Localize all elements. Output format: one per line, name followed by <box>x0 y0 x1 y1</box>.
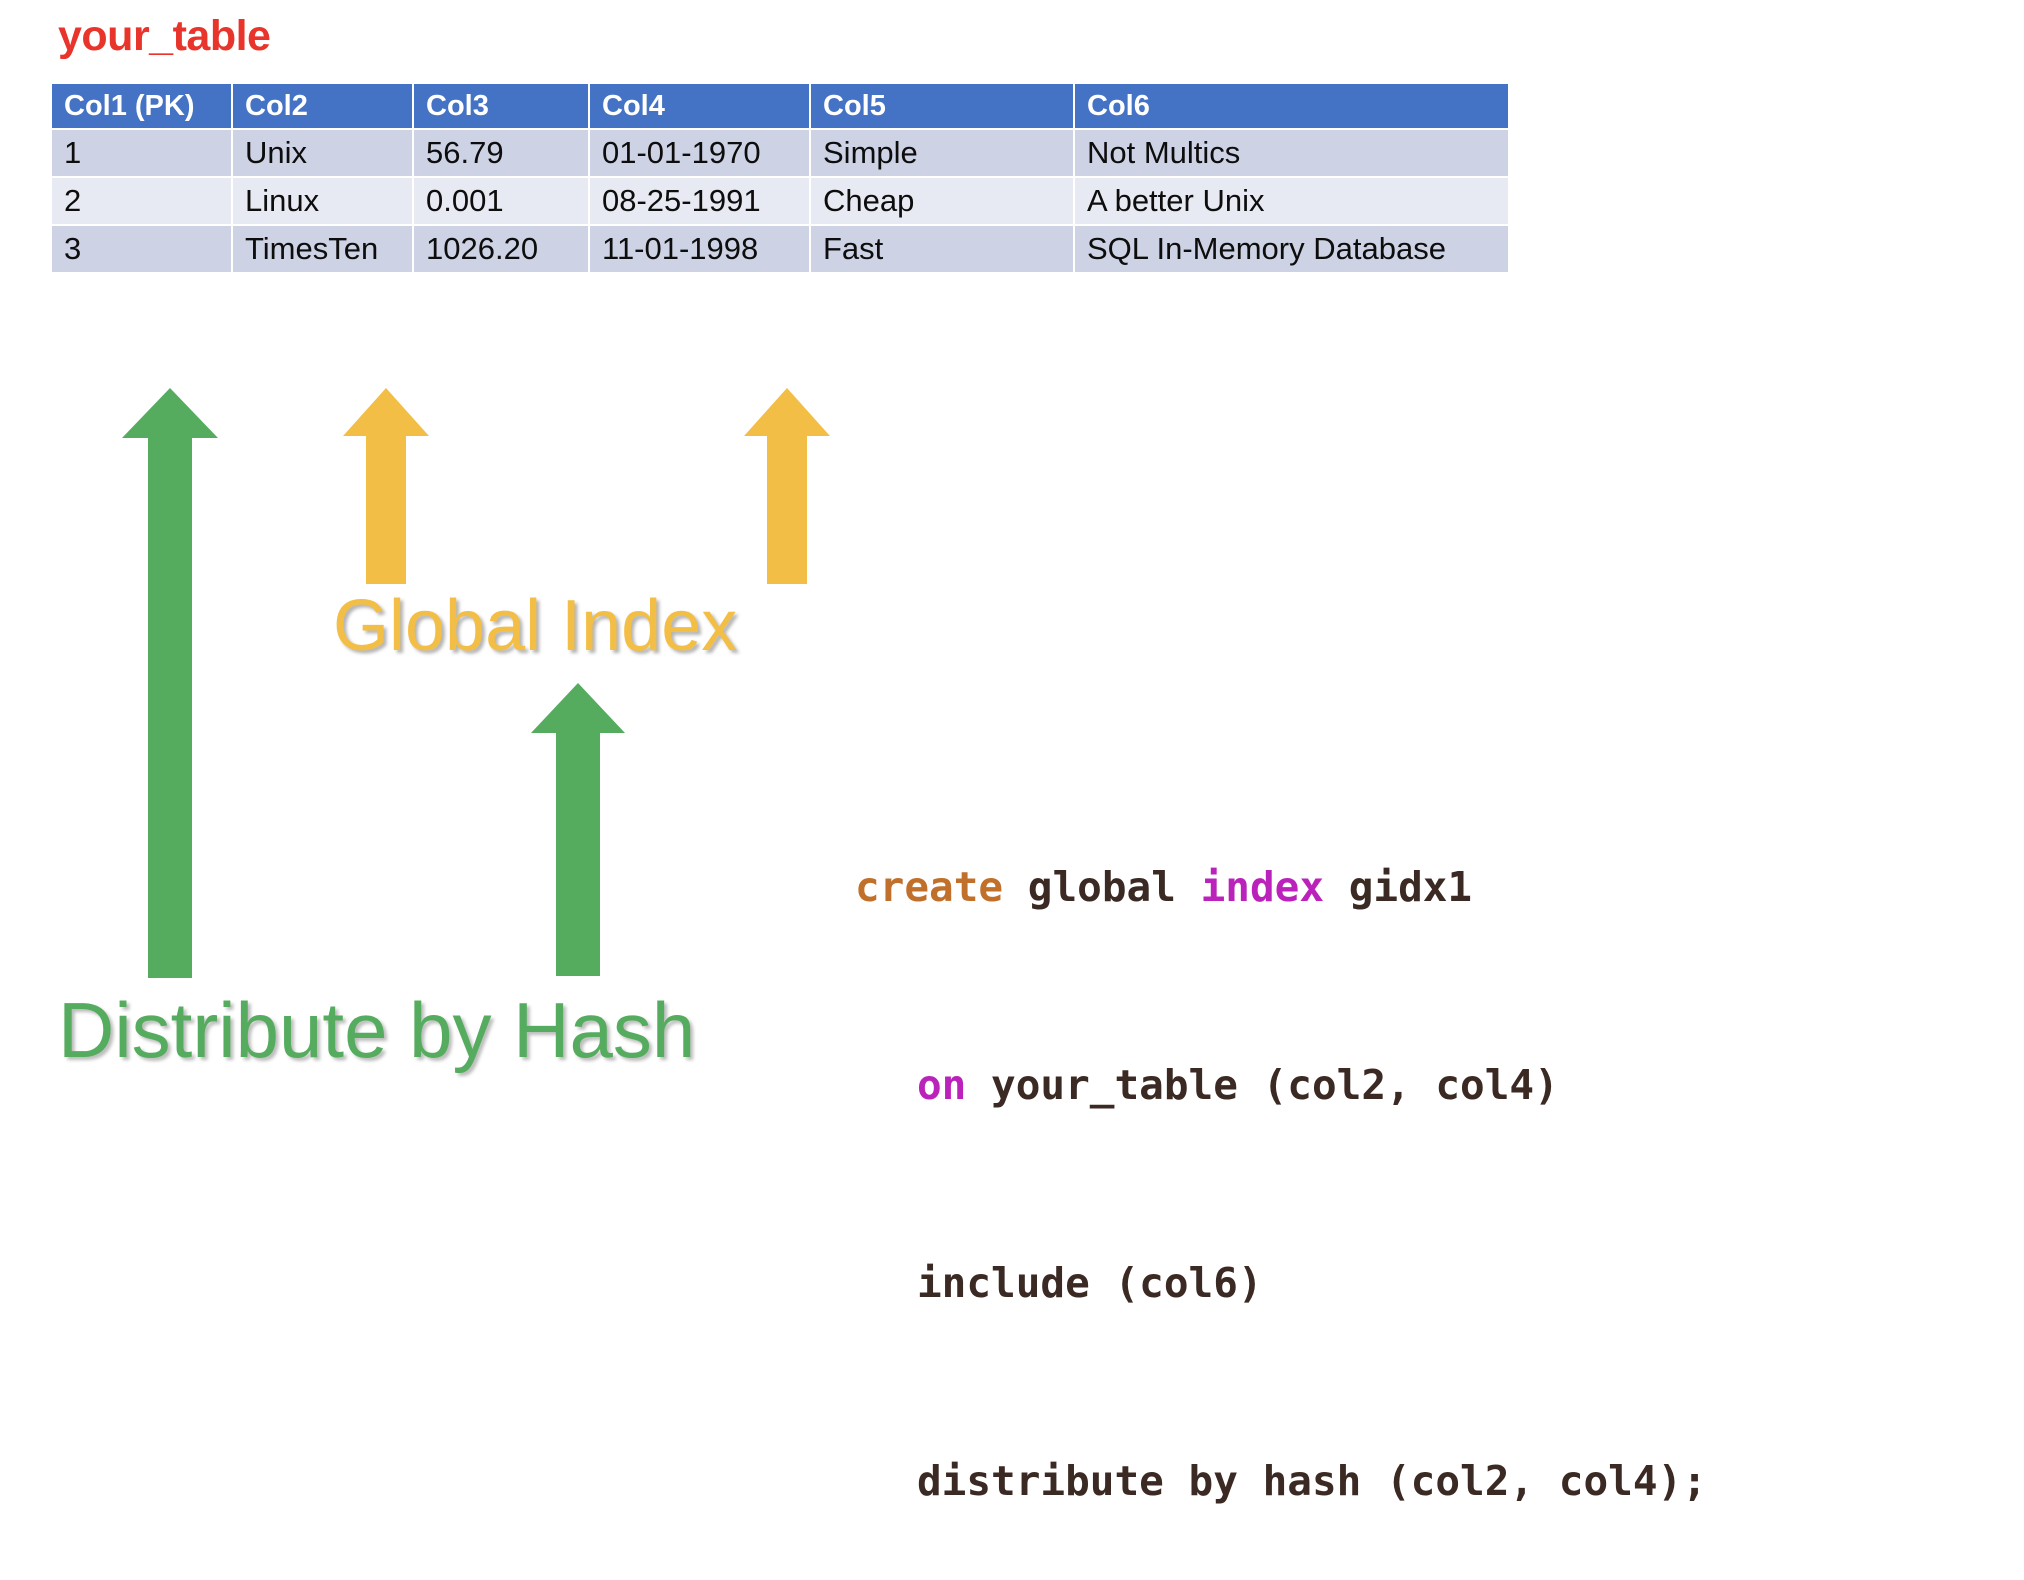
up-arrow-icon-global-index-col4 <box>744 388 830 584</box>
table-header: Col1 (PK) Col2 Col3 Col4 Col5 Col6 <box>52 84 1508 128</box>
sql-token-create: create <box>855 863 1004 911</box>
table-cell: A better Unix <box>1075 178 1508 224</box>
table-cell: 08-25-1991 <box>590 178 809 224</box>
table-header-cell-col5: Col5 <box>811 84 1073 128</box>
up-arrow-icon-global-index-col2 <box>343 388 429 584</box>
sql-line-2: on your_table (col2, col4) <box>855 1052 1707 1118</box>
table-cell: Unix <box>233 130 412 176</box>
page-title: your_table <box>58 12 271 60</box>
sql-token-plain: global <box>1003 863 1201 911</box>
up-arrow-icon-distribute-col4 <box>531 683 625 976</box>
table-cell: Simple <box>811 130 1073 176</box>
table-cell: 2 <box>52 178 231 224</box>
sql-line-1: create global index gidx1 <box>855 854 1707 920</box>
data-table: Col1 (PK) Col2 Col3 Col4 Col5 Col6 1 Uni… <box>50 82 1510 274</box>
table-row: 3 TimesTen 1026.20 11-01-1998 Fast SQL I… <box>52 226 1508 272</box>
table-cell: SQL In-Memory Database <box>1075 226 1508 272</box>
table-cell: Fast <box>811 226 1073 272</box>
table-header-cell-col2: Col2 <box>233 84 412 128</box>
table-header-cell-col6: Col6 <box>1075 84 1508 128</box>
global-index-label: Global Index <box>333 586 738 666</box>
sql-token-plain: gidx1 <box>1324 863 1473 911</box>
table-cell: TimesTen <box>233 226 412 272</box>
table-cell: 1026.20 <box>414 226 588 272</box>
sql-token-plain: your_table (col2, col4) <box>966 1061 1559 1109</box>
table-cell: 1 <box>52 130 231 176</box>
up-arrow-icon-distribute-col1 <box>122 388 218 978</box>
table-cell: 56.79 <box>414 130 588 176</box>
table-cell: 01-01-1970 <box>590 130 809 176</box>
table-cell: Cheap <box>811 178 1073 224</box>
table-cell: Linux <box>233 178 412 224</box>
sql-code-block: create global index gidx1 on your_table … <box>855 722 1707 1580</box>
table-row: 1 Unix 56.79 01-01-1970 Simple Not Multi… <box>52 130 1508 176</box>
table-cell: 3 <box>52 226 231 272</box>
table-cell: 11-01-1998 <box>590 226 809 272</box>
table-body: 1 Unix 56.79 01-01-1970 Simple Not Multi… <box>52 130 1508 272</box>
sql-token-keyword: on <box>917 1061 967 1109</box>
sql-token-plain: distribute by hash (col2, col4); <box>917 1457 1707 1505</box>
sql-line-4: distribute by hash (col2, col4); <box>855 1448 1707 1514</box>
table-header-row: Col1 (PK) Col2 Col3 Col4 Col5 Col6 <box>52 84 1508 128</box>
table-cell: Not Multics <box>1075 130 1508 176</box>
table-header-cell-col4: Col4 <box>590 84 809 128</box>
table-row: 2 Linux 0.001 08-25-1991 Cheap A better … <box>52 178 1508 224</box>
table-header-cell-col1: Col1 (PK) <box>52 84 231 128</box>
table-cell: 0.001 <box>414 178 588 224</box>
sql-line-3: include (col6) <box>855 1250 1707 1316</box>
sql-token-keyword: index <box>1200 863 1325 911</box>
sql-token-plain: include (col6) <box>917 1259 1263 1307</box>
table-header-cell-col3: Col3 <box>414 84 588 128</box>
distribute-by-hash-label: Distribute by Hash <box>58 986 696 1074</box>
